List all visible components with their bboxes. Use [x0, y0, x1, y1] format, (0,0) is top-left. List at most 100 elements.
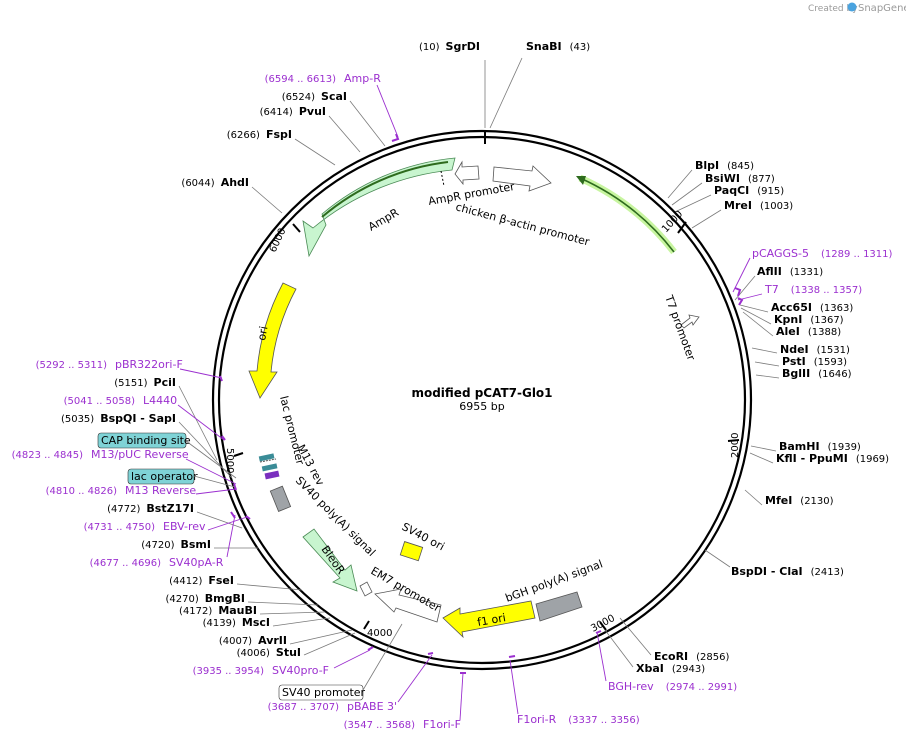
site-bsmi[interactable]: BsmI(4720) — [141, 538, 211, 551]
site-snabi[interactable]: SnaBI(43) — [526, 40, 590, 53]
site-position: (4772) — [107, 504, 140, 515]
site-bspdi-clai[interactable]: BspDI - ClaI(2413) — [731, 565, 844, 578]
site-leader-maubi — [259, 611, 326, 615]
primer-name: SV40pro-F — [272, 664, 329, 677]
primer-position: (4823 .. 4845) — [12, 450, 84, 461]
primer-ebv-rev[interactable]: EBV-rev(4731 .. 4750) — [84, 520, 206, 533]
site-name: MauBI — [218, 604, 257, 617]
site-aflii[interactable]: AflII(1331) — [757, 265, 823, 278]
site-position: (4007) — [219, 636, 252, 647]
primer-position: (1338 .. 1357) — [791, 285, 863, 296]
site-position: (2413) — [811, 567, 844, 578]
primer-leader-pcaggs-5 — [732, 257, 751, 293]
site-sgrdi[interactable]: SgrDI(10) — [419, 40, 480, 53]
t7-promoter-feature[interactable] — [680, 314, 700, 329]
primer-leader-pbabe-3 — [397, 654, 433, 703]
site-leader-xbai — [604, 629, 634, 668]
ori-label: ori — [255, 325, 270, 341]
site-leader-psti — [754, 361, 780, 367]
site-acc65i[interactable]: Acc65I(1363) — [771, 301, 853, 314]
site-kpni[interactable]: KpnI(1367) — [774, 313, 844, 326]
primer-leader-pbr322ori-f — [179, 368, 223, 379]
primer-sv40pa-r[interactable]: SV40pA-R(4677 .. 4696) — [90, 556, 224, 569]
site-bsiwi[interactable]: BsiWI(877) — [705, 172, 775, 185]
primer-pbr322ori-f[interactable]: pBR322ori-F(5292 .. 5311) — [36, 358, 183, 371]
site-fspi[interactable]: FspI(6266) — [227, 128, 292, 141]
site-ahdi[interactable]: AhdI(6044) — [181, 176, 249, 189]
site-name: BstZ17I — [146, 502, 194, 515]
primer-pbabe-3[interactable]: pBABE 3'(3687 .. 3707) — [268, 700, 398, 713]
site-bamhi[interactable]: BamHI(1939) — [779, 440, 861, 453]
sv40-polya-feature[interactable] — [269, 485, 292, 512]
site-xbai[interactable]: XbaI(2943) — [636, 662, 705, 675]
sv40-promoter-box[interactable] — [278, 684, 364, 701]
cds-right-feature[interactable] — [578, 174, 677, 255]
bleor-feature[interactable] — [302, 528, 358, 592]
site-bglii[interactable]: BglII(1646) — [782, 367, 852, 380]
cap-leader — [185, 440, 237, 479]
site-pcii[interactable]: PciI(5151) — [114, 376, 176, 389]
lac-operator-box[interactable] — [127, 468, 195, 485]
cds-right-line — [579, 177, 675, 253]
site-name: PvuI — [299, 105, 326, 118]
primer-amp-r[interactable]: Amp-R(6594 .. 6613) — [265, 72, 382, 85]
site-bstz17i[interactable]: BstZ17I (4772) — [107, 502, 194, 515]
site-leader-bamhi — [750, 445, 777, 452]
primer-name: pBR322ori-F — [115, 358, 183, 371]
site-stui[interactable]: StuI(4006) — [237, 646, 301, 659]
site-bmgbi[interactable]: BmgBI(4270) — [166, 592, 245, 605]
site-psti[interactable]: PstI(1593) — [782, 355, 847, 368]
site-name: AhdI — [221, 176, 249, 189]
site-ecori[interactable]: EcoRI(2856) — [654, 650, 730, 663]
site-bspqi-sapi[interactable]: BspQI - SapI(5035) — [61, 412, 176, 425]
credit-brand: SnapGene — [858, 3, 906, 14]
sv40-ori-feature[interactable] — [399, 541, 424, 562]
tick-5000: 5000 — [224, 448, 235, 473]
backbone-outer-ring — [211, 129, 753, 671]
site-avrii[interactable]: AvrII(4007) — [219, 634, 287, 647]
site-leader-bsiwi — [671, 182, 703, 206]
site-leader-stui — [303, 632, 356, 656]
site-kfli-ppumi[interactable]: KflI - PpuMI(1969) — [776, 452, 889, 465]
site-position: (2856) — [696, 652, 729, 663]
primer-f1ori-f[interactable]: F1ori-F(3547 .. 3568) — [344, 718, 461, 731]
site-alei[interactable]: AleI(1388) — [776, 325, 841, 338]
primer-bgh-rev[interactable]: BGH-rev(2974 .. 2991) — [608, 680, 737, 693]
primer-f1ori-r[interactable]: F1ori-R(3337 .. 3356) — [517, 713, 640, 726]
site-leader-bmgbi — [247, 601, 319, 606]
site-name: NdeI — [780, 343, 809, 356]
site-maubi[interactable]: MauBI(4172) — [179, 604, 257, 617]
em7-promoter-feature[interactable] — [374, 588, 442, 623]
ampr-promoter-feature[interactable] — [454, 160, 480, 186]
site-position: (1388) — [808, 327, 841, 338]
site-name: MscI — [242, 616, 270, 629]
primer-l4440[interactable]: L4440(5041 .. 5058) — [64, 394, 178, 407]
ori-feature[interactable] — [248, 282, 297, 399]
primer-pcaggs-5[interactable]: pCAGGS-5(1289 .. 1311) — [752, 247, 893, 260]
site-position: (4412) — [169, 576, 202, 587]
chicken-actin-promoter-feature[interactable] — [492, 165, 552, 192]
primer-sv40pro-f[interactable]: SV40pro-F(3935 .. 3954) — [193, 664, 329, 677]
site-mrei[interactable]: MreI(1003) — [724, 199, 793, 212]
site-position: (915) — [757, 186, 784, 197]
site-pvui[interactable]: PvuI(6414) — [260, 105, 326, 118]
f1-ori-feature[interactable] — [442, 600, 536, 639]
site-name: ScaI — [321, 90, 347, 103]
restriction-site-labels: SgrDI(10) SnaBI(43) BlpI(845)BsiWI(877)Paq… — [61, 40, 889, 675]
site-scai[interactable]: ScaI(6524) — [282, 90, 347, 103]
site-fsei[interactable]: FseI(4412) — [169, 574, 234, 587]
site-position: (1969) — [856, 454, 889, 465]
cap-binding-box[interactable] — [97, 432, 187, 449]
primer-t7[interactable]: T7(1338 .. 1357) — [764, 283, 862, 296]
primer-name: SV40pA-R — [169, 556, 224, 569]
bgh-polya-feature[interactable] — [535, 591, 583, 622]
primer-m13-reverse[interactable]: M13 Reverse(4810 .. 4826) — [46, 484, 197, 497]
site-mfei[interactable]: MfeI(2130) — [765, 494, 834, 507]
site-paqci[interactable]: PaqCI(915) — [714, 184, 784, 197]
site-name: FspI — [266, 128, 292, 141]
site-blpi[interactable]: BlpI(845) — [695, 159, 754, 172]
site-ndei[interactable]: NdeI(1531) — [780, 343, 850, 356]
site-msci[interactable]: MscI(4139) — [203, 616, 270, 629]
t7-promoter-label: T7 promoter — [662, 293, 698, 363]
primer-m13-puc-reverse[interactable]: M13/pUC Reverse(4823 .. 4845) — [12, 448, 189, 461]
